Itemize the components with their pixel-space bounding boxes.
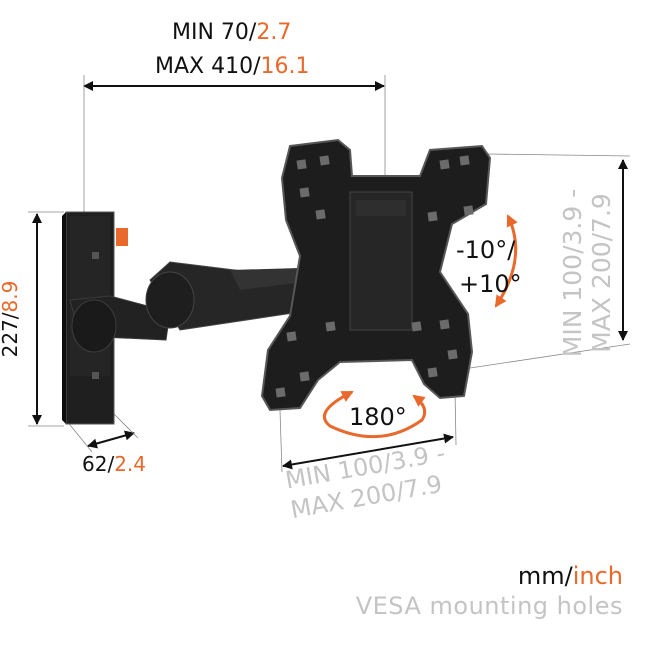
height-label: 227/8.9: [0, 280, 22, 358]
depth-label: 62/2.4: [82, 452, 146, 476]
rotation-arrow: [323, 390, 427, 439]
swing-arms: [69, 261, 304, 353]
vesa-height-label: MIN 100/3.9 - MAX 200/7.9: [558, 188, 616, 358]
height-dimension-line: [28, 211, 64, 427]
width-dimension-line: [83, 75, 386, 216]
vesa-width-dimension-line: [279, 389, 457, 473]
tilt-label-minus: -10°/: [456, 236, 516, 264]
rotation-label: 180°: [349, 403, 407, 431]
tilt-label-plus: +10°: [459, 270, 522, 298]
tilt-arrow: [494, 214, 518, 308]
vesa-legend: VESA mounting holes: [355, 592, 623, 620]
vesa-height-dimension-line: [469, 153, 631, 369]
depth-dimension-line: [65, 409, 139, 453]
min-width-label: MIN 70/2.7: [172, 20, 292, 45]
tv-plate: [260, 138, 492, 412]
max-width-label: MAX 410/16.1: [155, 54, 310, 79]
units-legend: mm/inch: [517, 562, 623, 590]
orange-lock-tab: [116, 228, 128, 246]
